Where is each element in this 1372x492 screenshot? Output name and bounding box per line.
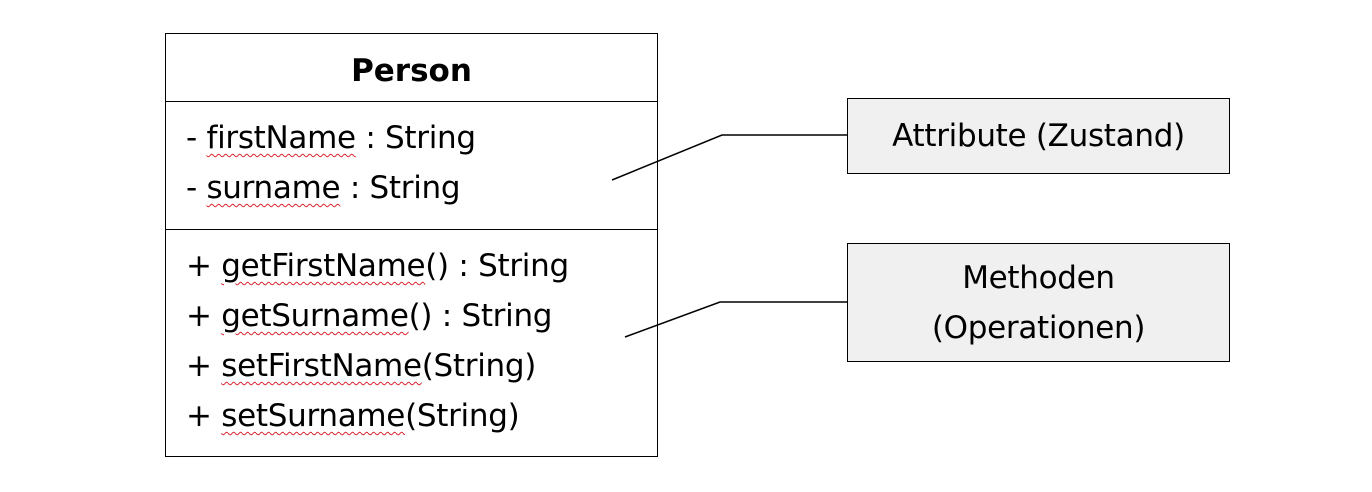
attributes-section: - firstName : String - surname : String bbox=[166, 102, 657, 230]
operation-visibility: + bbox=[186, 398, 212, 434]
operation-signature: (String) bbox=[405, 398, 520, 434]
operation-setsurname: + setSurname(String) bbox=[186, 397, 520, 435]
attribute-type: : String bbox=[340, 170, 461, 206]
operation-visibility: + bbox=[186, 248, 212, 284]
attribute-visibility: - bbox=[186, 120, 197, 156]
operation-visibility: + bbox=[186, 348, 212, 384]
operation-signature: () : String bbox=[408, 298, 553, 334]
operation-signature: (String) bbox=[421, 348, 537, 384]
operation-name: setFirstName bbox=[221, 348, 422, 384]
operation-signature: () : String bbox=[425, 248, 569, 284]
attribute-name: surname bbox=[206, 170, 341, 206]
operation-name: getSurname bbox=[221, 298, 409, 334]
callout-operations-line1: Methoden bbox=[962, 259, 1115, 296]
attribute-name: firstName bbox=[206, 120, 356, 156]
callout-attributes-label: Attribute (Zustand) bbox=[892, 118, 1185, 154]
operation-name: setSurname bbox=[221, 398, 406, 434]
attribute-surname: - surname : String bbox=[186, 169, 461, 207]
attribute-visibility: - bbox=[186, 170, 197, 206]
attribute-type: : String bbox=[355, 120, 476, 156]
operation-setfirstname: + setFirstName(String) bbox=[186, 347, 536, 385]
uml-class-box: Person - firstName : String - surname : … bbox=[165, 33, 658, 457]
callout-operations: Methoden (Operationen) bbox=[847, 243, 1230, 362]
attribute-firstname: - firstName : String bbox=[186, 119, 476, 157]
operation-getsurname: + getSurname() : String bbox=[186, 297, 552, 335]
operation-getfirstname: + getFirstName() : String bbox=[186, 247, 569, 285]
operation-visibility: + bbox=[186, 298, 212, 334]
callout-operations-line2: (Operationen) bbox=[931, 309, 1146, 346]
operations-connector-line bbox=[624, 301, 847, 338]
operation-name: getFirstName bbox=[221, 248, 426, 284]
callout-attributes: Attribute (Zustand) bbox=[847, 98, 1230, 174]
class-name: Person bbox=[166, 34, 657, 102]
